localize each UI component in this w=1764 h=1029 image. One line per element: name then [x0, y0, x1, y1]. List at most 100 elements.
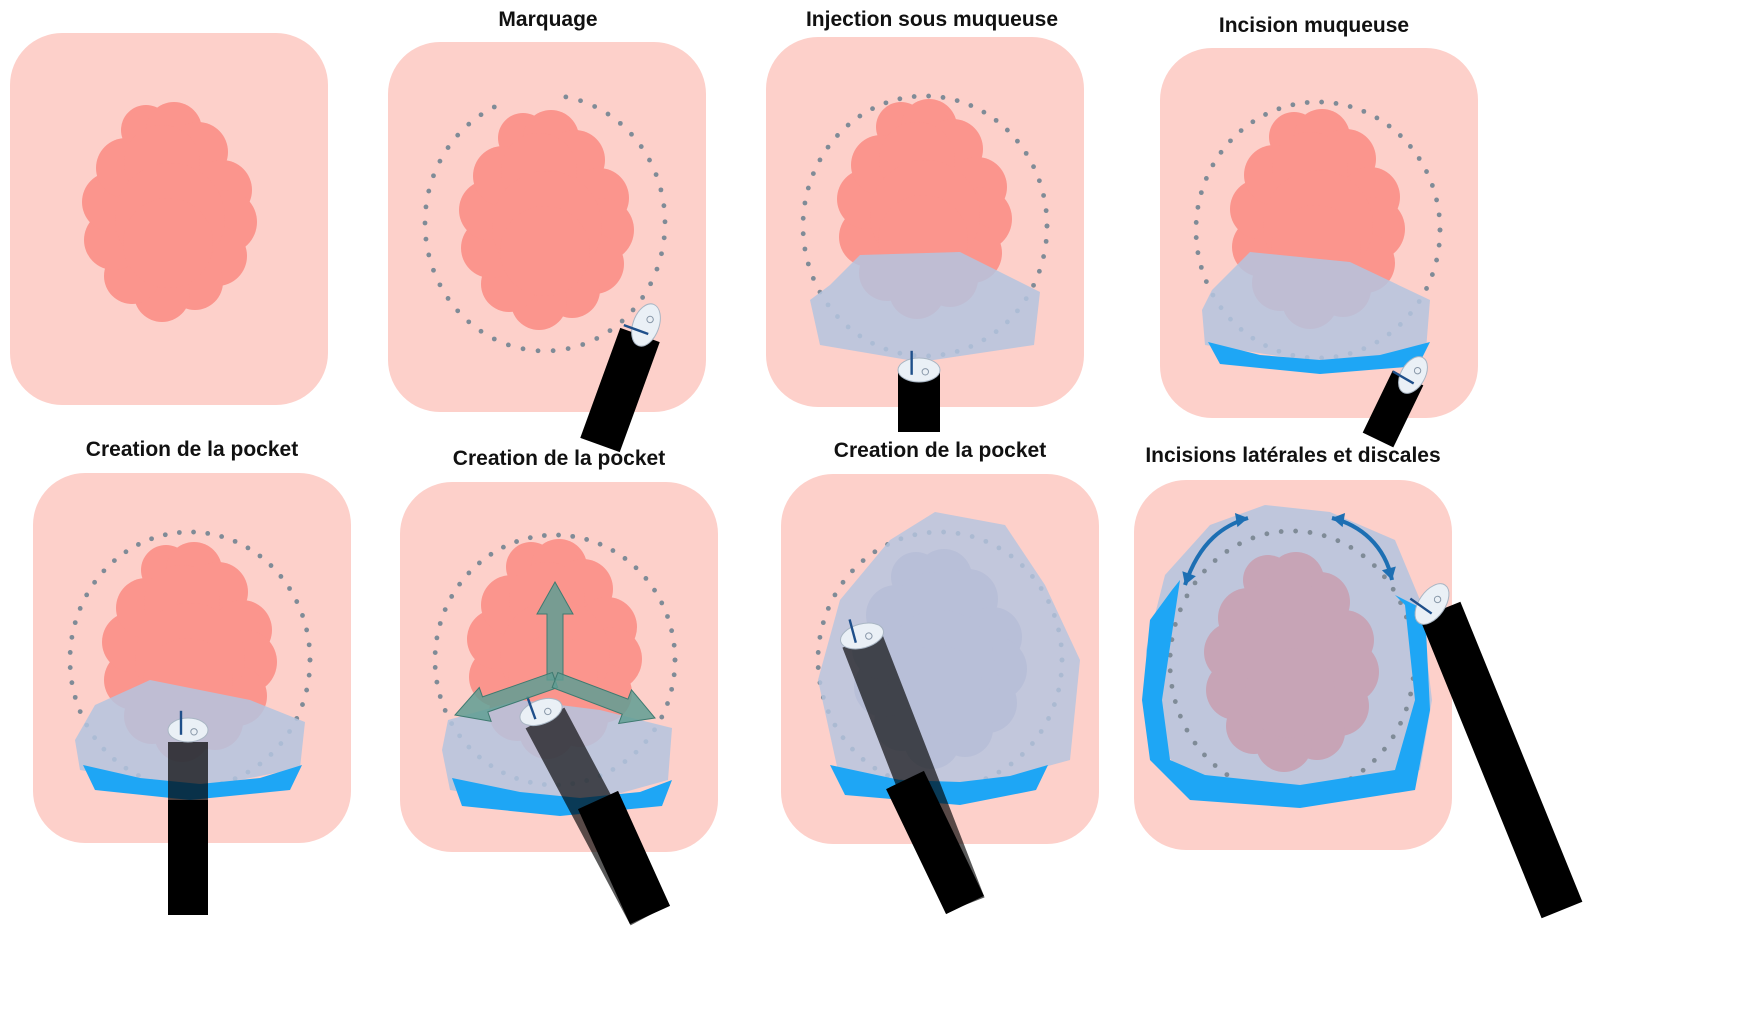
marking-dot	[219, 534, 224, 539]
marking-dot	[1024, 151, 1029, 156]
marking-dot	[191, 530, 196, 535]
marking-dot	[818, 157, 823, 162]
marking-dot	[1372, 758, 1377, 763]
marking-dot	[84, 593, 89, 598]
marking-dot	[1037, 269, 1042, 274]
marking-dot	[662, 235, 667, 240]
marking-dot	[457, 582, 462, 587]
marking-dot	[1322, 533, 1327, 538]
marking-dot	[644, 576, 649, 581]
marking-dot	[1193, 741, 1198, 746]
marking-dot	[659, 187, 664, 192]
marking-dot	[1437, 212, 1442, 217]
marking-dot	[669, 687, 674, 692]
marking-dot	[655, 267, 660, 272]
marking-dot	[806, 262, 811, 267]
cap-face	[898, 358, 940, 382]
marking-dot	[1438, 228, 1443, 233]
marking-dot	[648, 281, 653, 286]
marking-dot	[818, 635, 823, 640]
marking-dot	[1178, 607, 1183, 612]
marking-dot	[536, 348, 541, 353]
marking-dot	[1335, 538, 1340, 543]
marking-dot	[489, 552, 494, 557]
marking-dot	[634, 565, 639, 570]
marking-dot	[647, 158, 652, 163]
marking-dot	[578, 98, 583, 103]
marking-dot	[1293, 529, 1298, 534]
marking-dot	[816, 650, 821, 655]
marking-dot	[1290, 102, 1295, 107]
marking-dot	[304, 688, 309, 693]
marking-dot	[1202, 569, 1207, 574]
marking-dot	[424, 205, 429, 210]
marking-dot	[431, 268, 436, 273]
marking-dot	[623, 556, 628, 561]
marking-dot	[308, 658, 313, 663]
marking-dot	[1391, 734, 1396, 739]
marking-dot	[912, 94, 917, 99]
marking-dot	[861, 558, 866, 563]
marking-dot	[1178, 714, 1183, 719]
lesion-lobe	[500, 206, 590, 296]
marking-dot	[611, 548, 616, 553]
marking-dot	[580, 342, 585, 347]
marking-dot	[1430, 272, 1435, 277]
marking-dot	[1173, 622, 1178, 627]
marking-dot	[136, 542, 141, 547]
marking-dot	[841, 580, 846, 585]
marking-dot	[69, 635, 74, 640]
marking-dot	[1041, 254, 1046, 259]
lesion-lobe	[123, 198, 213, 288]
marking-dot	[1398, 721, 1403, 726]
marking-dot	[1408, 692, 1413, 697]
marking-dot	[994, 118, 999, 123]
marking-dot	[304, 628, 309, 633]
marking-dot	[1391, 587, 1396, 592]
marking-dot	[455, 308, 460, 313]
marking-dot	[446, 296, 451, 301]
cap-face	[168, 718, 208, 742]
marking-dot	[294, 599, 299, 604]
marking-dot	[1348, 104, 1353, 109]
marking-dot	[1228, 138, 1233, 143]
marking-dot	[1251, 536, 1256, 541]
marking-dot	[955, 98, 960, 103]
marking-dot	[654, 172, 659, 177]
marking-dot	[801, 231, 806, 236]
marking-dot	[1213, 763, 1218, 768]
marking-dot	[1045, 224, 1050, 229]
marking-dot	[1185, 593, 1190, 598]
marking-dot	[1031, 164, 1036, 169]
marking-dot	[659, 251, 664, 256]
marking-dot	[1044, 208, 1049, 213]
marking-dot	[1037, 178, 1042, 183]
marking-dot	[1224, 549, 1229, 554]
marking-dot	[884, 100, 889, 105]
marking-dot	[1277, 106, 1282, 111]
marking-dot	[528, 535, 533, 540]
marking-dot	[542, 533, 547, 538]
marking-dot	[124, 549, 129, 554]
marking-dot	[659, 715, 664, 720]
marking-dot	[1319, 100, 1324, 105]
marking-dot	[501, 545, 506, 550]
marking-dot	[551, 348, 556, 353]
marking-dot	[1204, 176, 1209, 181]
marking-dot	[1211, 163, 1216, 168]
marking-dot	[639, 144, 644, 149]
marking-dot	[1194, 235, 1199, 240]
marking-dot	[629, 132, 634, 137]
marking-dot	[563, 95, 568, 100]
marking-dot	[1213, 558, 1218, 563]
marking-dot	[1199, 190, 1204, 195]
marking-dot	[1031, 283, 1036, 288]
marking-dot	[1185, 728, 1190, 733]
marking-dot	[438, 282, 443, 287]
marking-dot	[1424, 286, 1429, 291]
marking-dot	[1305, 100, 1310, 105]
marking-dot	[872, 549, 877, 554]
marking-dot	[606, 112, 611, 117]
marking-dot	[1239, 128, 1244, 133]
marking-dot	[492, 337, 497, 342]
